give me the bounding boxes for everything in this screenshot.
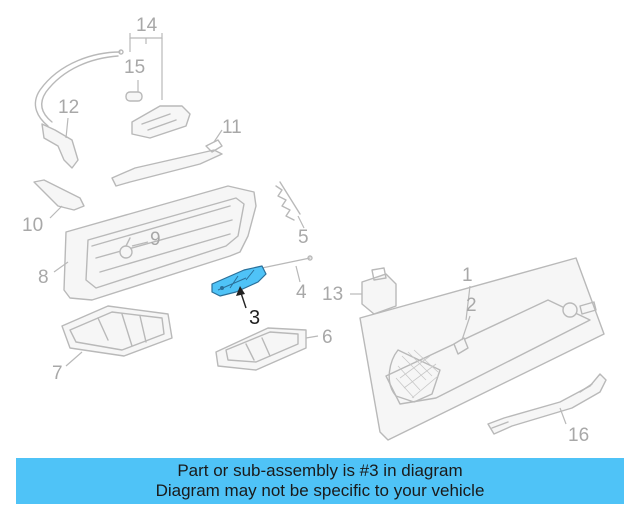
callout-14: 14 <box>136 15 158 36</box>
part-6-tray <box>215 327 319 371</box>
banner-line-1: Part or sub-assembly is #3 in diagram <box>177 461 463 480</box>
callout-4: 4 <box>296 282 307 303</box>
part-7-tray <box>61 305 173 367</box>
callout-1: 1 <box>462 265 473 286</box>
part-14-lamp <box>131 105 191 139</box>
part-4-rod <box>261 255 313 283</box>
part-8-housing <box>53 185 257 301</box>
callout-6: 6 <box>322 327 333 348</box>
callout-13: 13 <box>322 284 344 305</box>
part-15-bulb <box>125 80 143 102</box>
part-13-switch <box>350 267 397 315</box>
part-3-damper-highlighted <box>211 265 267 309</box>
part-11-strip <box>111 129 223 187</box>
callout-10: 10 <box>22 215 44 236</box>
part-12-release-cable <box>34 49 124 169</box>
callout-11: 11 <box>222 117 242 138</box>
callout-7: 7 <box>52 363 63 384</box>
callout-16: 16 <box>568 425 590 446</box>
part-1-door <box>359 257 605 441</box>
callout-15: 15 <box>124 57 146 78</box>
callout-9: 9 <box>150 229 161 250</box>
callout-8: 8 <box>38 267 49 288</box>
banner-line-2: Diagram may not be specific to your vehi… <box>155 481 485 500</box>
info-banner: Part or sub-assembly is #3 in diagram Di… <box>16 458 624 504</box>
part-16-strip <box>487 373 607 435</box>
callout-2: 2 <box>466 295 477 316</box>
part-10-bracket <box>33 179 85 219</box>
callout-5: 5 <box>298 227 309 248</box>
part-14-leader <box>129 33 163 100</box>
part-9-bolt <box>119 237 149 259</box>
part-5-spring <box>275 181 305 229</box>
callout-12: 12 <box>58 97 80 118</box>
callout-3: 3 <box>249 307 261 329</box>
part-2-latch <box>453 315 471 355</box>
